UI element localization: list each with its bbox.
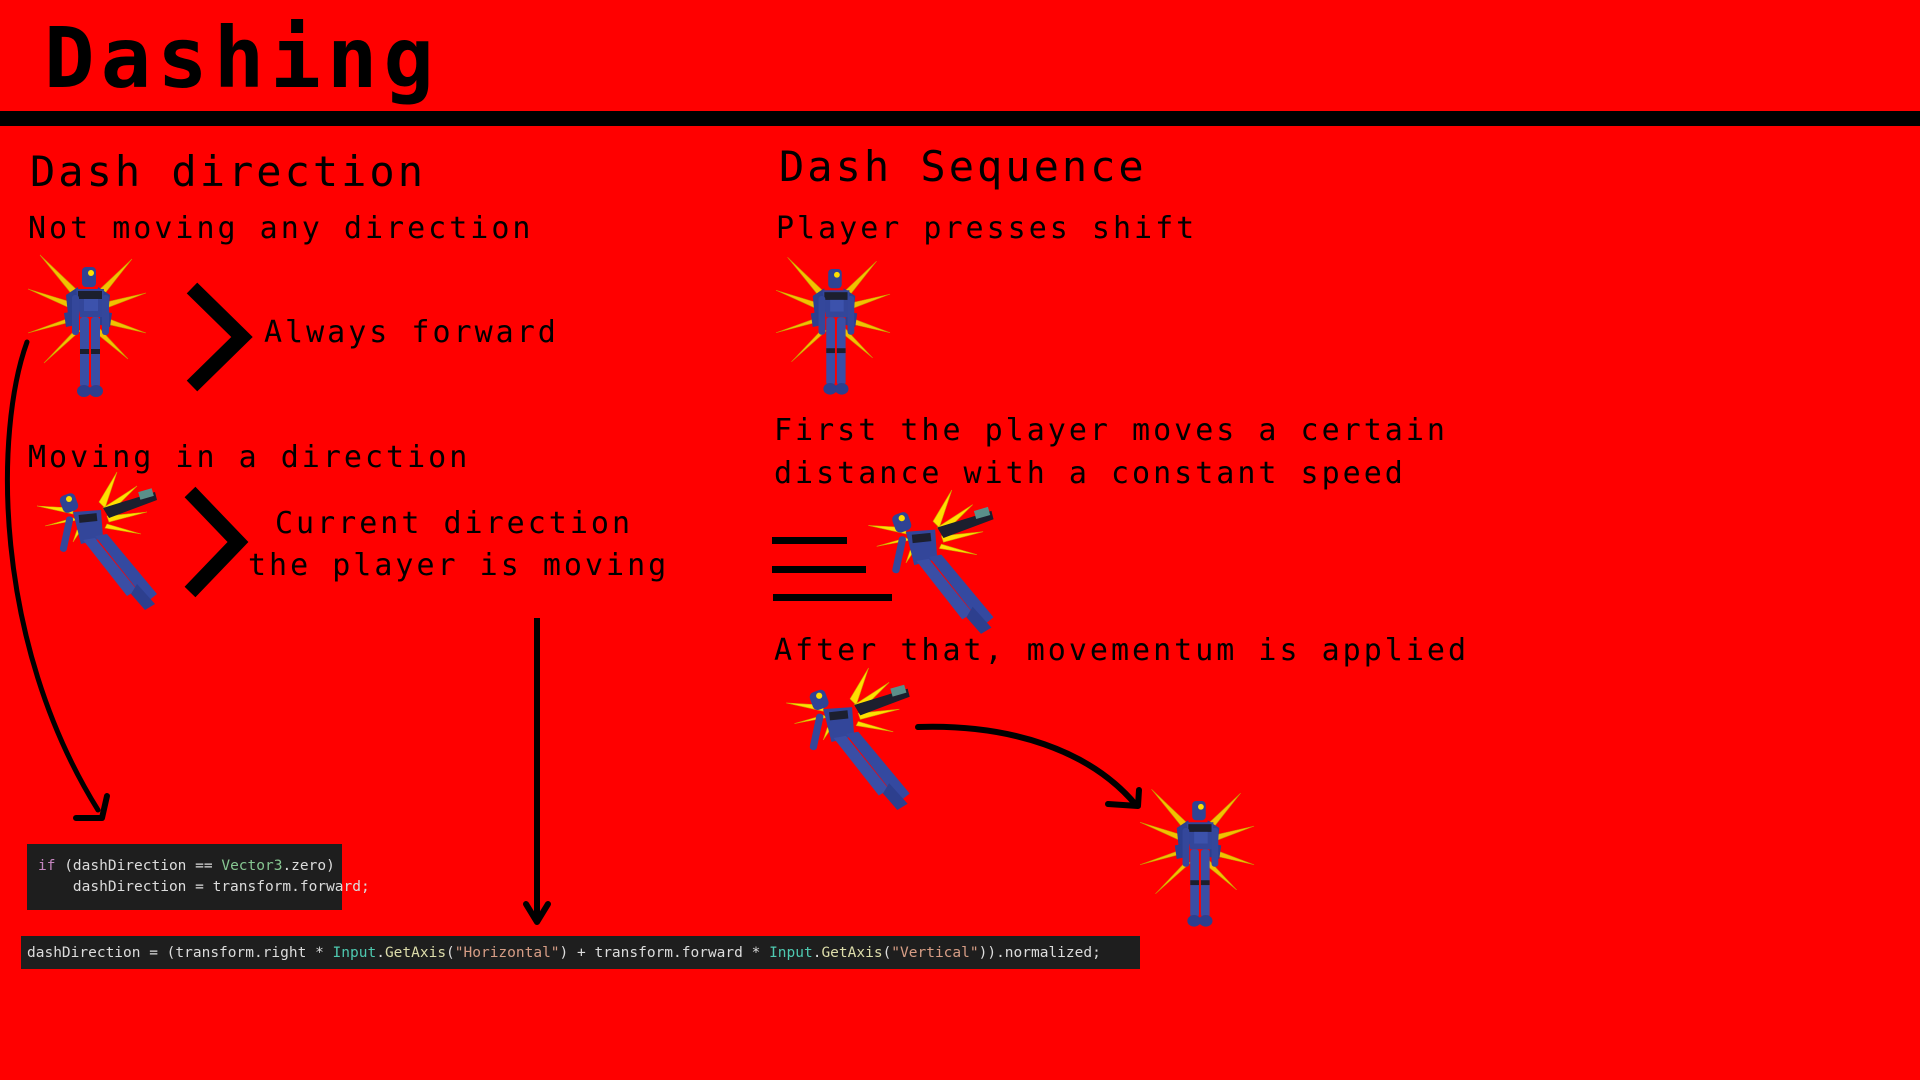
chevron-right-icon [186,282,253,392]
step3-label: After that, movementum is applied [774,633,1470,668]
case-idle-result: Always forward [264,315,559,350]
case-moving-result-line2: the player is moving [248,548,670,583]
case-moving-result-line1: Current direction [275,506,634,541]
robot-idle-icon [1139,788,1255,928]
chevron-right-icon [184,486,249,598]
code-snippet-moving: dashDirection = (transform.right * Input… [21,936,1140,969]
page-title: Dashing [44,9,441,107]
case-moving-label: Moving in a direction [28,440,471,475]
code-snippet-idle: if (dashDirection == Vector3.zero) dashD… [27,844,370,910]
case-idle-label: Not moving any direction [28,211,534,246]
code-line: if (dashDirection == Vector3.zero) [38,858,335,874]
step2-line1: First the player moves a certain [774,413,1448,448]
section-heading-dash-sequence: Dash Sequence [779,142,1147,191]
code-line: dashDirection = transform.forward; [38,879,370,895]
step2-line2: distance with a constant speed [774,456,1406,491]
section-heading-dash-direction: Dash direction [30,147,427,196]
step1-label: Player presses shift [776,211,1198,246]
header-divider [0,111,1920,126]
